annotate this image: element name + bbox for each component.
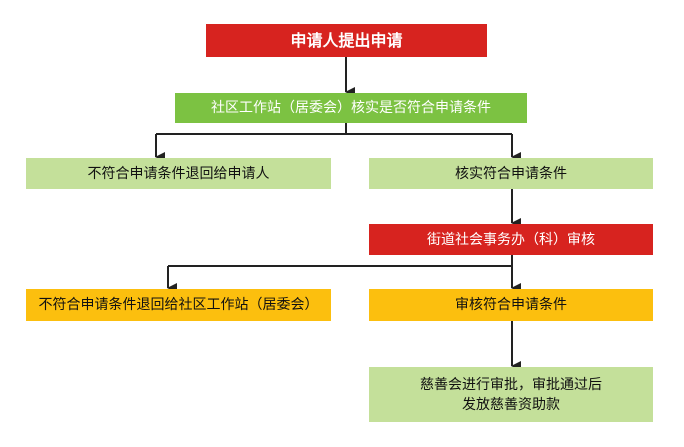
box-final-approval-line2: 发放慈善资助款 — [462, 396, 560, 413]
box-reject-to-community-label: 不符合申请条件退回给社区工作站（居委会） — [38, 297, 319, 313]
box-reject-to-community: 不符合申请条件退回给社区工作站（居委会） — [26, 289, 331, 321]
box-verified-eligible-label: 核实符合申请条件 — [455, 165, 567, 182]
box-final-approval: 慈善会进行审批，审批通过后 发放慈善资助款 — [369, 367, 653, 422]
box-verified-eligible: 核实符合申请条件 — [369, 158, 653, 189]
box-community-verify-label: 社区工作站（居委会）核实是否符合申请条件 — [211, 100, 491, 116]
box-reject-to-applicant-label: 不符合申请条件退回给申请人 — [87, 165, 270, 182]
box-street-review-label: 街道社会事务办（科）审核 — [427, 231, 595, 248]
box-applicant-submits-label: 申请人提出申请 — [290, 30, 403, 50]
box-community-verify: 社区工作站（居委会）核实是否符合申请条件 — [175, 93, 527, 123]
box-street-review: 街道社会事务办（科）审核 — [369, 224, 653, 255]
box-final-approval-line1: 慈善会进行审批，审批通过后 — [420, 376, 602, 393]
box-reject-to-applicant: 不符合申请条件退回给申请人 — [26, 158, 331, 189]
box-review-eligible: 审核符合申请条件 — [369, 289, 653, 321]
box-review-eligible-label: 审核符合申请条件 — [455, 297, 567, 313]
box-applicant-submits: 申请人提出申请 — [206, 24, 487, 57]
